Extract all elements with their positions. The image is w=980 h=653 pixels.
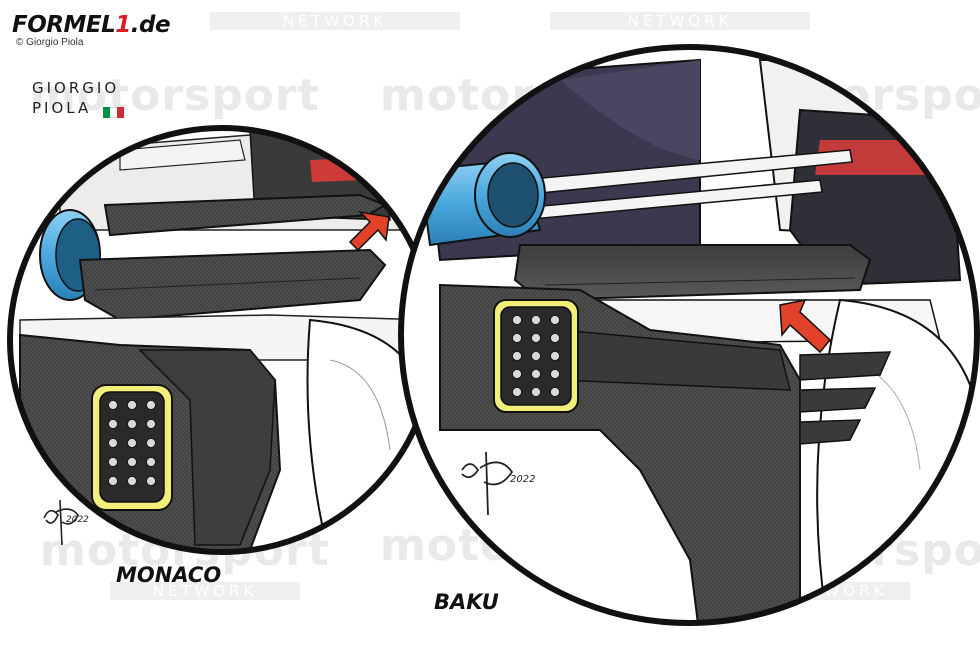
italian-flag-icon	[103, 103, 125, 118]
watermark-network: NETWORK	[550, 12, 810, 30]
artist-line1: GIORGIO	[32, 79, 120, 97]
brand-digit: 1	[115, 12, 131, 38]
brand-text: FORMEL	[12, 12, 116, 38]
artist-line2-row: PIOLA	[32, 98, 125, 118]
watermark-network: NETWORK	[110, 582, 300, 600]
brand-wordmark: FORMEL1.de	[12, 12, 171, 38]
watermark-network: NETWORK	[210, 12, 460, 30]
artist-line2: PIOLA	[32, 99, 92, 117]
monaco-detail	[10, 128, 434, 552]
artist-credit: GIORGIO PIOLA	[32, 78, 125, 118]
caption-baku: BAKU	[434, 590, 499, 614]
watermark-word: motorsport	[30, 70, 320, 121]
signature-right	[461, 451, 514, 516]
signature-left-year: 2022	[66, 515, 89, 525]
signature-left	[43, 499, 79, 546]
brand-suffix: .de	[130, 12, 171, 38]
arrow-icon	[779, 298, 832, 354]
formel1-logo: FORMEL1.de © Giorgio Piola	[12, 12, 171, 48]
signature-right-year: 2022	[510, 474, 536, 485]
arrow-icon	[348, 210, 390, 252]
copyright-text: © Giorgio Piola	[16, 37, 84, 48]
caption-monaco: MONACO	[116, 563, 222, 587]
